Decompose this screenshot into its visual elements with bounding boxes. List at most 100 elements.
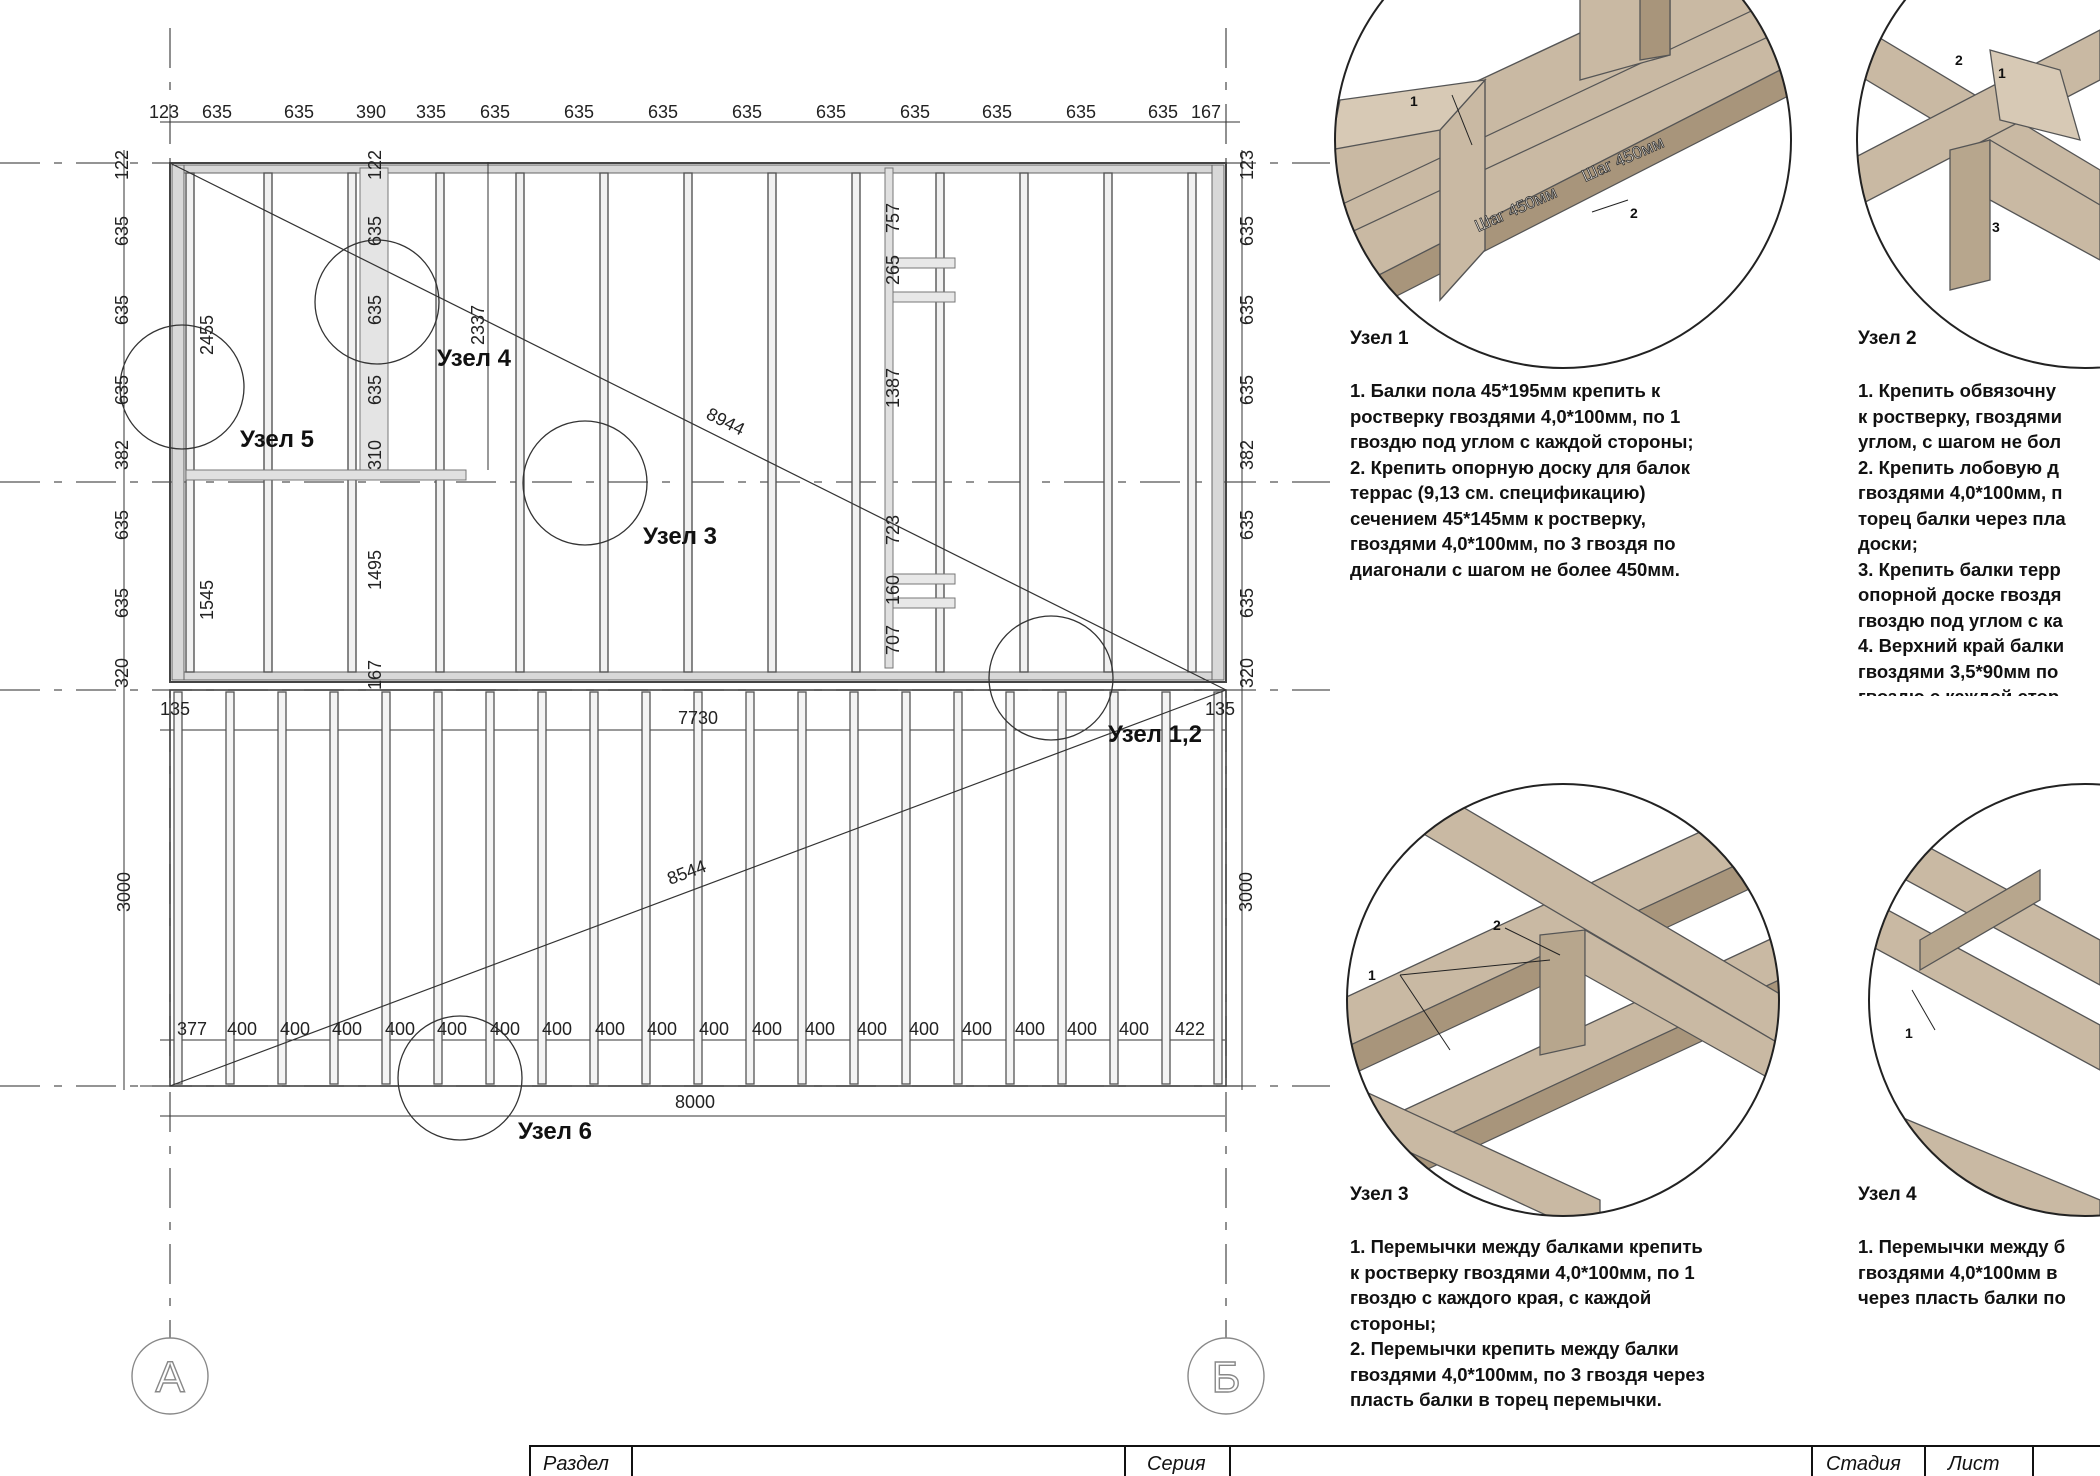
detail-3-text: 1. Перемычки между балками крепить к рос…	[1350, 1234, 1705, 1413]
dim-value: 400	[437, 1019, 467, 1039]
dim-value: 635	[1237, 295, 1257, 325]
dim-value: 635	[1237, 588, 1257, 618]
dim-value: 390	[356, 102, 386, 122]
dim-value: 122	[112, 150, 132, 180]
lower-joist	[1005, 691, 1015, 1085]
node-circles	[119, 239, 1114, 1141]
lower-joist	[485, 691, 495, 1085]
upper-joist	[185, 172, 195, 673]
detail-3-callout-1: 1	[1368, 967, 1376, 983]
detail-3-line: гвоздю с каждого края, с каждой	[1350, 1287, 1652, 1308]
detail-3-line: стороны;	[1350, 1312, 1437, 1334]
dim-value: 320	[1237, 658, 1257, 688]
dim-value: 400	[909, 1019, 939, 1039]
lower-joist	[797, 691, 807, 1085]
upper-joist	[347, 172, 357, 673]
dim-value: 723	[883, 515, 903, 545]
detail-2-line: гвоздю с каждой стор	[1858, 684, 2100, 696]
dim-value: 167	[365, 660, 385, 690]
detail-3-line: к ростверку гвоздями 4,0*100мм, по 1	[1350, 1261, 1695, 1283]
dim-value: 635	[284, 102, 314, 122]
detail-1-text: 1. Балки пола 45*195мм крепить к роствер…	[1350, 378, 1694, 582]
lower-joist	[589, 691, 599, 1085]
detail-4-drawing: 1	[1868, 783, 2100, 1217]
detail-1-line: 1. Балки пола 45*195мм крепить к	[1350, 380, 1661, 401]
diag-upper-dim: 8944	[703, 404, 748, 440]
detail-1-line: террас (9,13 см. спецификацию)	[1350, 482, 1646, 503]
dim-value: 400	[1067, 1019, 1097, 1039]
dim-value: 635	[1237, 375, 1257, 405]
dim-value: 635	[202, 102, 232, 122]
dim-value: 635	[816, 102, 846, 122]
dim-value: 1387	[883, 368, 903, 408]
dim-value: 382	[112, 440, 132, 470]
detail-4-line: 1. Перемычки между б	[1858, 1236, 2066, 1257]
node-circle-6	[397, 1015, 523, 1141]
detail-2-line: гвоздями 3,5*90мм по	[1858, 660, 2059, 682]
detail-2-line: 4. Верхний край балки	[1858, 635, 2065, 656]
dim-value: 2455	[197, 315, 217, 355]
lower-side-left: 3000	[114, 872, 134, 912]
dim-value: 400	[332, 1019, 362, 1039]
detail-1-line: 2. Крепить опорную доску для балок	[1350, 456, 1691, 478]
dim-value: 400	[595, 1019, 625, 1039]
dim-value: 422	[1175, 1019, 1205, 1039]
dim-value: 400	[1015, 1019, 1045, 1039]
dim-value: 400	[805, 1019, 835, 1039]
detail-2-drawing: 2 1 3	[1856, 0, 2100, 369]
upper-joist	[1187, 172, 1197, 673]
lower-joist	[1161, 691, 1171, 1085]
dimension-lines	[123, 121, 1243, 1117]
lower-joist	[537, 691, 547, 1085]
node-label-6: Узел 6	[518, 1118, 592, 1145]
dim-value: 320	[112, 658, 132, 688]
detail-4-title: Узел 4	[1858, 1184, 1917, 1205]
detail-2-line: гвоздю под углом с ка	[1858, 609, 2063, 631]
lower-joist	[277, 691, 287, 1085]
dim-value: 635	[1148, 102, 1178, 122]
dim-7730: 7730	[678, 708, 718, 728]
node-label-4: Узел 4	[437, 345, 512, 372]
dim-value: 167	[1191, 102, 1221, 122]
dim-value: 400	[752, 1019, 782, 1039]
dim-value: 400	[857, 1019, 887, 1039]
dim-value: 635	[365, 375, 385, 405]
axis-bubble-b: Б	[1187, 1337, 1265, 1415]
upper-joist	[851, 172, 861, 673]
detail-2-line: углом, с шагом не бол	[1858, 431, 2062, 452]
dim-value: 400	[227, 1019, 257, 1039]
node-circle-3	[522, 420, 648, 546]
dim-value: 635	[112, 375, 132, 405]
dim-value: 635	[1237, 510, 1257, 540]
upper-joist	[435, 172, 445, 673]
axis-bubble-a: А	[131, 1337, 209, 1415]
dim-value: 400	[699, 1019, 729, 1039]
upper-joist	[683, 172, 693, 673]
detail-1-line: ростверку гвоздями 4,0*100мм, по 1	[1350, 405, 1681, 427]
dim-value: 635	[732, 102, 762, 122]
dim-value: 160	[883, 575, 903, 605]
detail-3-title: Узел 3	[1350, 1184, 1409, 1205]
detail-1-callout-2: 2	[1630, 205, 1638, 221]
dim-value: 635	[112, 588, 132, 618]
dim-value: 635	[1066, 102, 1096, 122]
svg-text:А: А	[155, 1353, 185, 1402]
lower-joist	[225, 691, 235, 1085]
detail-1-line: гвоздю под углом с каждой стороны;	[1350, 431, 1694, 452]
dim-value: 400	[280, 1019, 310, 1039]
detail-2-line: 1. Крепить обвязочну	[1858, 380, 2056, 401]
detail-2-title: Узел 2	[1858, 328, 1917, 349]
lower-joist	[381, 691, 391, 1085]
dim-value: 635	[112, 510, 132, 540]
detail-2-callout-2: 2	[1955, 52, 1963, 68]
stamp-razdel: Раздел	[543, 1453, 609, 1475]
dim-value: 123	[149, 102, 179, 122]
dim-value: 635	[1237, 216, 1257, 246]
lower-joist	[433, 691, 443, 1085]
dim-value: 400	[490, 1019, 520, 1039]
detail-2-line: 2. Крепить лобовую д	[1858, 456, 2059, 478]
svg-text:Б: Б	[1212, 1353, 1241, 1402]
dim-value: 382	[1237, 440, 1257, 470]
lower-joist	[1057, 691, 1067, 1085]
